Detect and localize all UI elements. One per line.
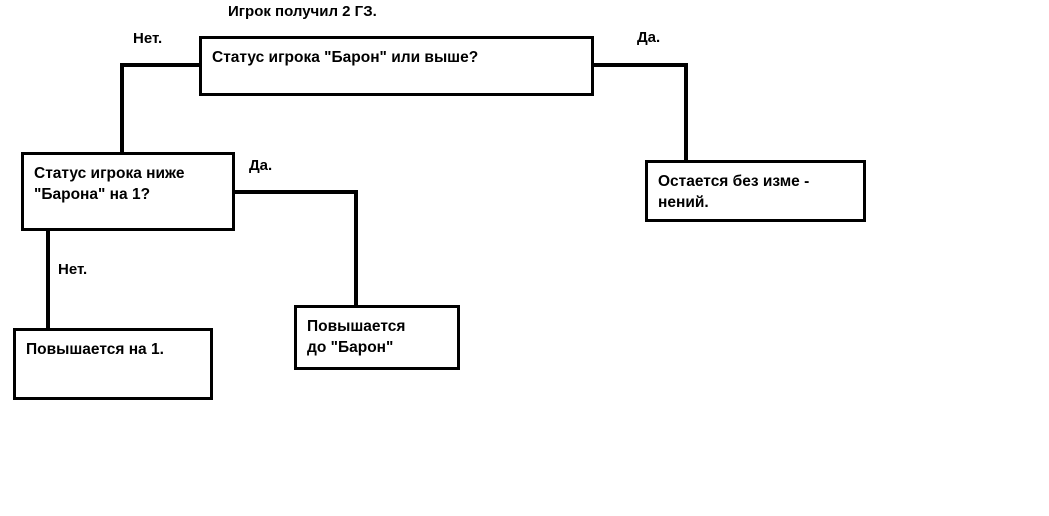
decision-node-status-baron-or-higher[interactable]: Статус игрока "Барон" или выше? xyxy=(199,36,594,96)
connector-q1-left-stub xyxy=(122,63,200,67)
edge-label-q1-no: Нет. xyxy=(133,30,163,47)
connector-q2-yes-drop xyxy=(354,190,358,308)
decision-node-status-one-below-baron[interactable]: Статус игрока ниже "Барона" на 1? xyxy=(21,152,235,231)
connector-q1-right-stub xyxy=(592,63,688,67)
connector-q2-right-stub xyxy=(233,190,358,194)
edge-label-q2-yes: Да. xyxy=(249,157,273,174)
result-node-promote-to-baron[interactable]: Повышается до "Барон" xyxy=(294,305,460,370)
connector-q1-no-drop xyxy=(120,63,124,155)
connector-q2-no-drop xyxy=(46,229,50,330)
connector-q1-yes-drop xyxy=(684,63,688,163)
diagram-title: Игрок получил 2 ГЗ. xyxy=(228,3,377,20)
result-node-no-change[interactable]: Остается без изме - нений. xyxy=(645,160,866,222)
edge-label-q2-no: Нет. xyxy=(58,261,88,278)
edge-label-q1-yes: Да. xyxy=(637,29,661,46)
result-node-promote-by-one[interactable]: Повышается на 1. xyxy=(13,328,213,400)
